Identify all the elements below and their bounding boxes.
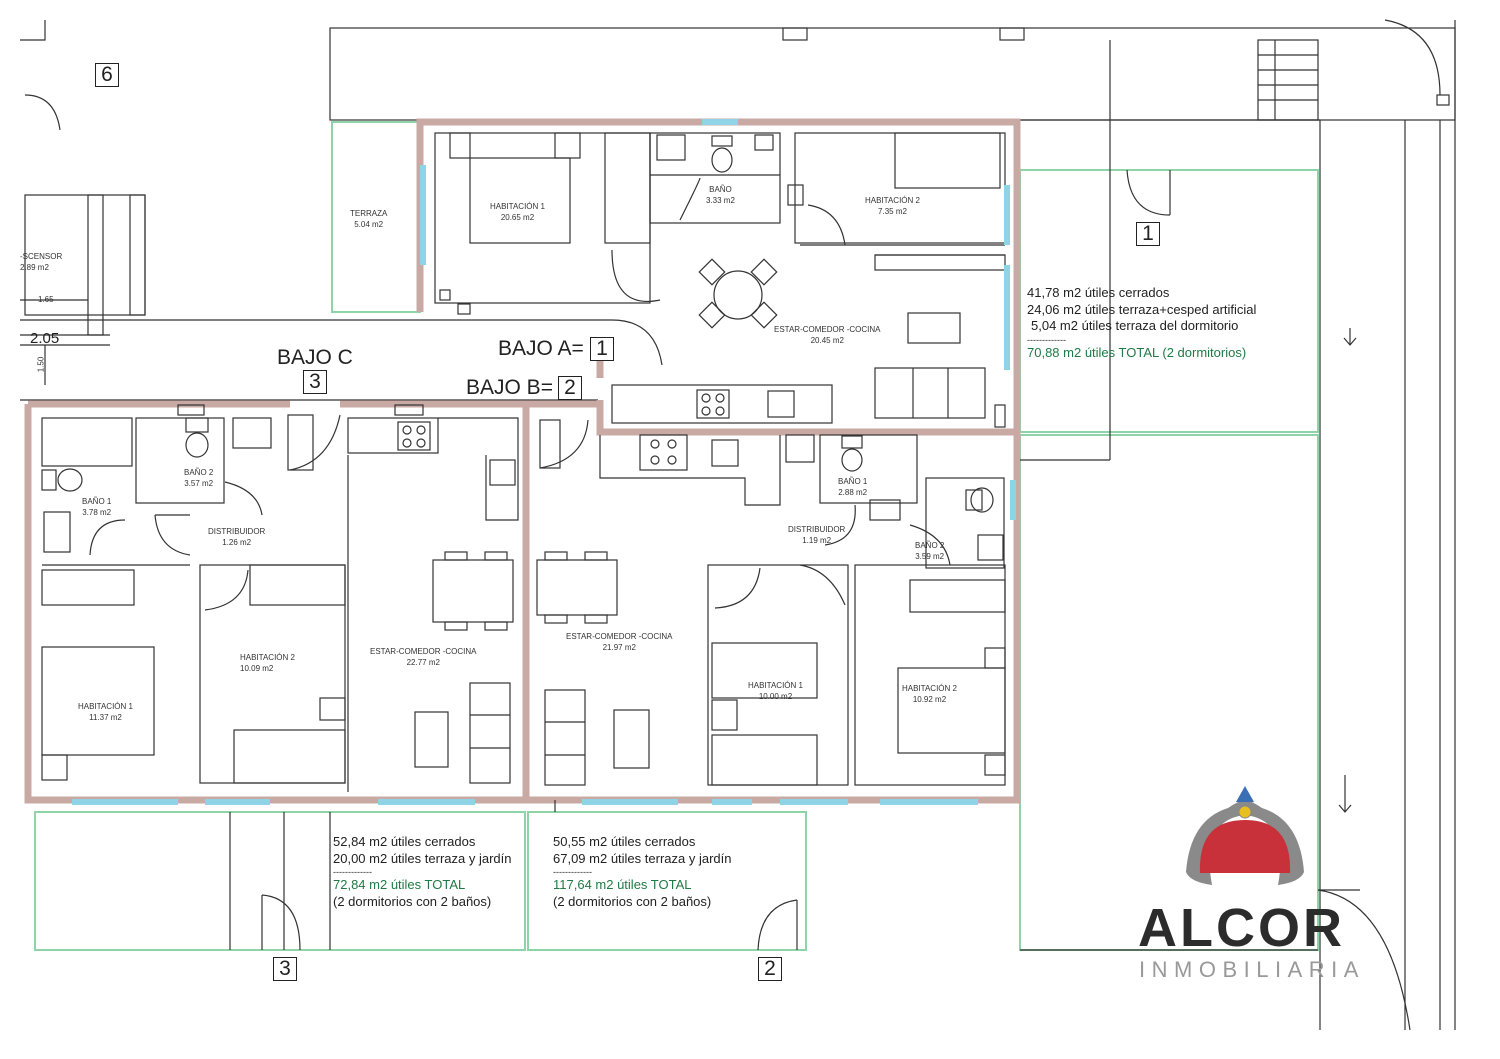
garden-c [34,811,526,951]
door-a-living [611,249,661,302]
logo-name: ALCOR [1138,898,1345,958]
summary-bajo-b: 50,55 m2 útiles cerrados 67,09 m2 útiles… [553,834,732,909]
logo-graphic [1186,786,1304,885]
unit-number-6: 6 [95,63,119,87]
dining-table [713,270,763,320]
gate-arc [1317,889,1411,1031]
unit-number-2: 2 [558,376,582,400]
unit-number-3: 3 [303,370,327,394]
label-bajo-b: BAJO B= [466,376,553,399]
dimension-205: 2.05 [30,330,60,347]
garden-number-2: 2 [758,957,782,981]
label-bajo-a: BAJO A= [498,337,584,360]
dimension-150: 1.50 [36,356,46,373]
unit-number-1: 1 [590,337,614,361]
garden-number-1: 1 [1136,222,1160,246]
top-boundary [329,27,1456,121]
dimension-165: 1.65 [38,295,54,304]
label-bajo-c: BAJO C [277,346,353,369]
bajo-a-walls [416,118,1021,436]
garden-number-3: 3 [273,957,297,981]
garden-b [527,811,807,951]
stairs [1257,39,1319,121]
kitchen-a [611,384,833,424]
summary-bajo-a: 41,78 m2 útiles cerrados 24,06 m2 útiles… [1027,285,1257,360]
summary-bajo-c: 52,84 m2 útiles cerrados 20,00 m2 útiles… [333,834,512,909]
logo-subtitle: INMOBILIARIA [1139,957,1365,982]
